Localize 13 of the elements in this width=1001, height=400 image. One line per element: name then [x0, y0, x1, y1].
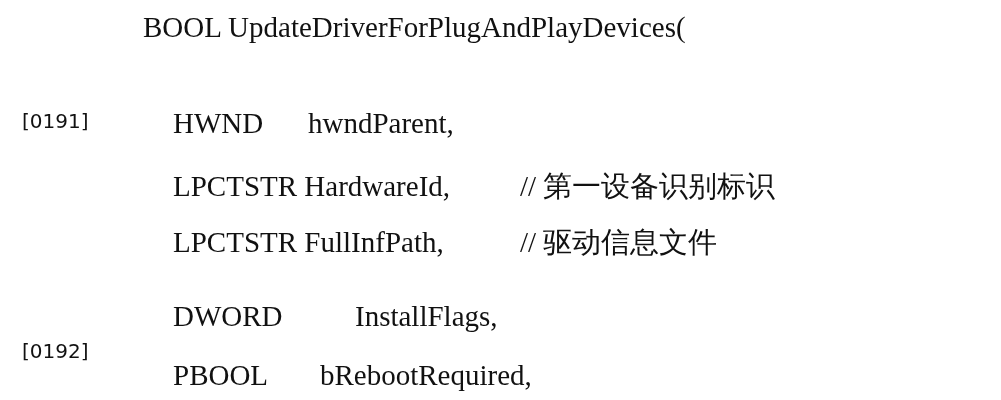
parameter-name: bRebootRequired,	[320, 360, 532, 392]
type-name: PBOOL	[173, 360, 269, 392]
paragraph-number: [0192]	[22, 340, 89, 362]
code-line: BOOL UpdateDriverForPlugAndPlayDevices(	[143, 12, 686, 44]
type-name: DWORD	[173, 301, 283, 333]
code-comment: // 驱动信息文件	[520, 227, 718, 259]
code-line: LPCTSTR FullInfPath,	[173, 227, 444, 259]
parameter-name: hwndParent,	[308, 108, 454, 140]
type-name: HWND	[173, 108, 264, 140]
code-comment: // 第一设备识别标识	[520, 171, 776, 203]
paragraph-number: [0191]	[22, 110, 89, 132]
parameter-name: InstallFlags,	[355, 301, 498, 333]
code-line: LPCTSTR HardwareId,	[173, 171, 451, 203]
